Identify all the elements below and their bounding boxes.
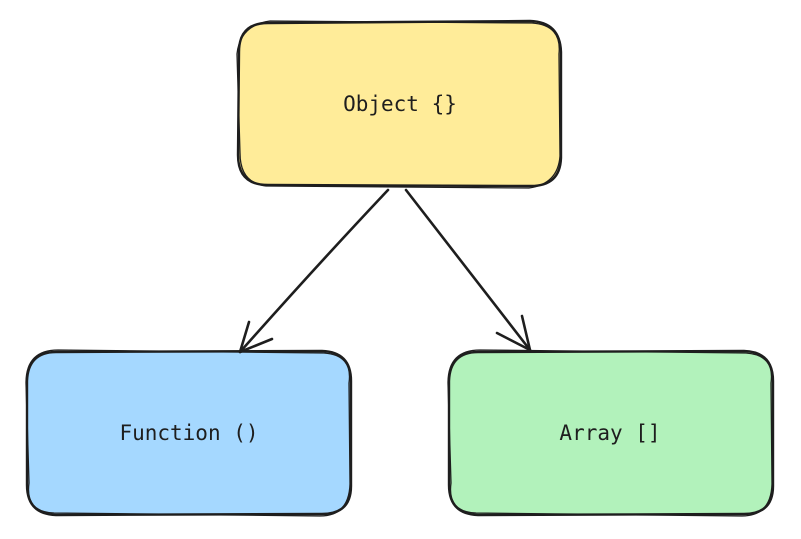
edge-object-to-array (404, 188, 532, 352)
node-object[interactable]: Object {} (236, 19, 563, 189)
node-function-label: Function () (119, 421, 258, 445)
edge-object-to-function-line (238, 188, 390, 354)
edge-object-to-array-arrowhead (495, 314, 532, 352)
edge-object-to-array-line (404, 188, 532, 352)
node-function-outline-sketch (25, 349, 351, 517)
node-object-box (238, 21, 561, 186)
node-function-box (27, 351, 351, 515)
edge-object-to-function (238, 188, 390, 354)
node-array-label: Array [] (559, 421, 660, 445)
node-array-outline-sketch (447, 349, 773, 517)
node-array[interactable]: Array [] (447, 349, 775, 517)
node-object-outline-sketch (236, 20, 561, 189)
node-array-box (449, 351, 773, 515)
edge-object-to-function-arrowhead (238, 320, 274, 354)
node-function[interactable]: Function () (25, 349, 353, 517)
node-object-label: Object {} (343, 92, 457, 116)
